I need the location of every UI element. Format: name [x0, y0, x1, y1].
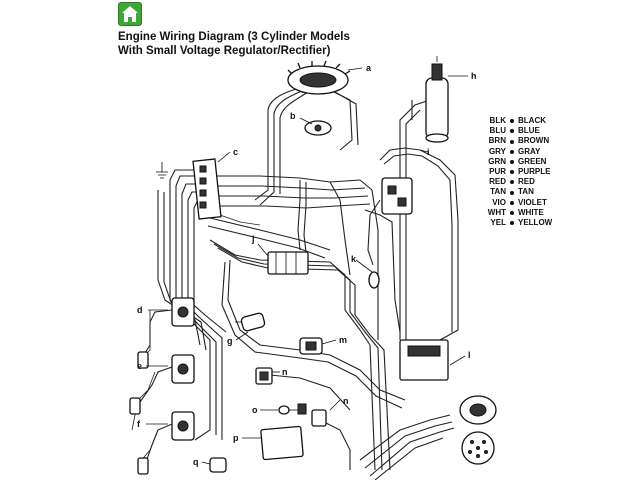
page-title: Engine Wiring Diagram (3 Cylinder Models… [118, 30, 350, 58]
legend-code: GRN [488, 156, 506, 166]
switch-box [192, 158, 222, 220]
legend-code: WHT [487, 207, 506, 217]
ignition-coil-d [137, 297, 195, 369]
connector-m [299, 337, 323, 355]
title-line-2: With Small Voltage Regulator/Rectifier) [118, 45, 331, 57]
legend-name: YELLOW [518, 218, 553, 228]
callout-j: j [251, 234, 255, 244]
callout-l: l [468, 350, 471, 360]
legend-name: WHITE [518, 207, 544, 217]
bullet-icon [510, 149, 514, 154]
bullet-icon [510, 119, 514, 124]
ignition-coil-f [137, 411, 195, 475]
bullet-icon [510, 129, 514, 134]
legend-code: BLU [489, 126, 506, 136]
callout-m: m [339, 335, 347, 345]
legend-code: VIO [492, 197, 506, 207]
stator-component [287, 60, 351, 95]
callout-k: k [351, 254, 357, 264]
callout-n-upper: n [282, 367, 288, 377]
legend-name: PURPLE [518, 167, 551, 177]
fuse-component [368, 271, 380, 289]
callout-g: g [227, 336, 233, 346]
callout-e: e [137, 361, 142, 371]
callout-d: d [137, 305, 143, 315]
sensor-q [209, 457, 227, 473]
legend-row: PUR PURPLE [478, 167, 552, 177]
legend-code: BLK [489, 116, 506, 125]
legend-name: RED [518, 177, 535, 187]
legend-row: GRN GREEN [478, 157, 552, 167]
module-p [260, 425, 304, 461]
legend-row: TAN TAN [478, 187, 552, 197]
legend-name: BLACK [518, 116, 546, 125]
legend-code: TAN [490, 187, 506, 197]
bullet-icon [510, 159, 514, 164]
relay-component [381, 177, 413, 215]
legend-name: GREEN [518, 156, 547, 166]
ignition-coil-e [129, 354, 195, 415]
voltage-regulator [399, 339, 449, 381]
connector-n-upper [255, 367, 273, 385]
legend-row: BRN BROWN [478, 136, 552, 146]
connector-n-lower [311, 409, 327, 427]
legend-row: BLK BLACK [478, 116, 552, 126]
legend-name: BROWN [518, 136, 550, 146]
bullet-icon [510, 190, 514, 195]
ground-icon [156, 162, 168, 179]
callout-leaders [146, 67, 468, 465]
callout-b: b [290, 111, 296, 121]
callout-labels: a b c d e f g h i j k l m n n o p q [137, 63, 477, 467]
legend-name: GRAY [518, 146, 541, 156]
legend-code: RED [489, 177, 506, 187]
home-icon [122, 6, 138, 22]
callout-f: f [137, 419, 141, 429]
harness-plug [459, 395, 497, 465]
legend-code: PUR [489, 167, 506, 177]
legend-row: WHT WHITE [478, 208, 552, 218]
bullet-icon [510, 210, 514, 215]
starter-motor [425, 56, 449, 143]
legend-name: VIOLET [518, 197, 547, 207]
legend-row: GRY GRAY [478, 147, 552, 157]
callout-c: c [233, 147, 238, 157]
callout-q: q [193, 457, 199, 467]
sensor-component [235, 312, 266, 332]
legend-name: TAN [518, 187, 534, 197]
bullet-icon [510, 221, 514, 226]
legend-name: BLUE [518, 126, 540, 136]
legend-code: GRY [488, 146, 506, 156]
bullet-icon [510, 139, 514, 144]
trigger-component [304, 120, 332, 136]
callout-h: h [471, 71, 477, 81]
title-line-1: Engine Wiring Diagram (3 Cylinder Models [118, 31, 350, 43]
color-code-legend: BLK BLACK BLU BLUE BRN BROWN GRY GRAY GRN GRE… [478, 116, 552, 228]
callout-i: i [427, 147, 430, 157]
legend-row: BLU BLUE [478, 126, 552, 136]
terminal-block [267, 251, 309, 275]
plug-o [278, 403, 307, 415]
legend-row: RED RED [478, 177, 552, 187]
bullet-icon [510, 200, 514, 205]
legend-code: BRN [488, 136, 506, 146]
bullet-icon [510, 170, 514, 175]
bullet-icon [510, 180, 514, 185]
home-button[interactable] [118, 2, 142, 26]
legend-code: YEL [490, 218, 506, 228]
callout-p: p [233, 433, 239, 443]
legend-row: YEL YELLOW [478, 218, 552, 228]
legend-row: VIO VIOLET [478, 198, 552, 208]
wire-harness [131, 87, 459, 480]
callout-n-lower: n [343, 396, 349, 406]
callout-a: a [366, 63, 372, 73]
callout-o: o [252, 405, 258, 415]
